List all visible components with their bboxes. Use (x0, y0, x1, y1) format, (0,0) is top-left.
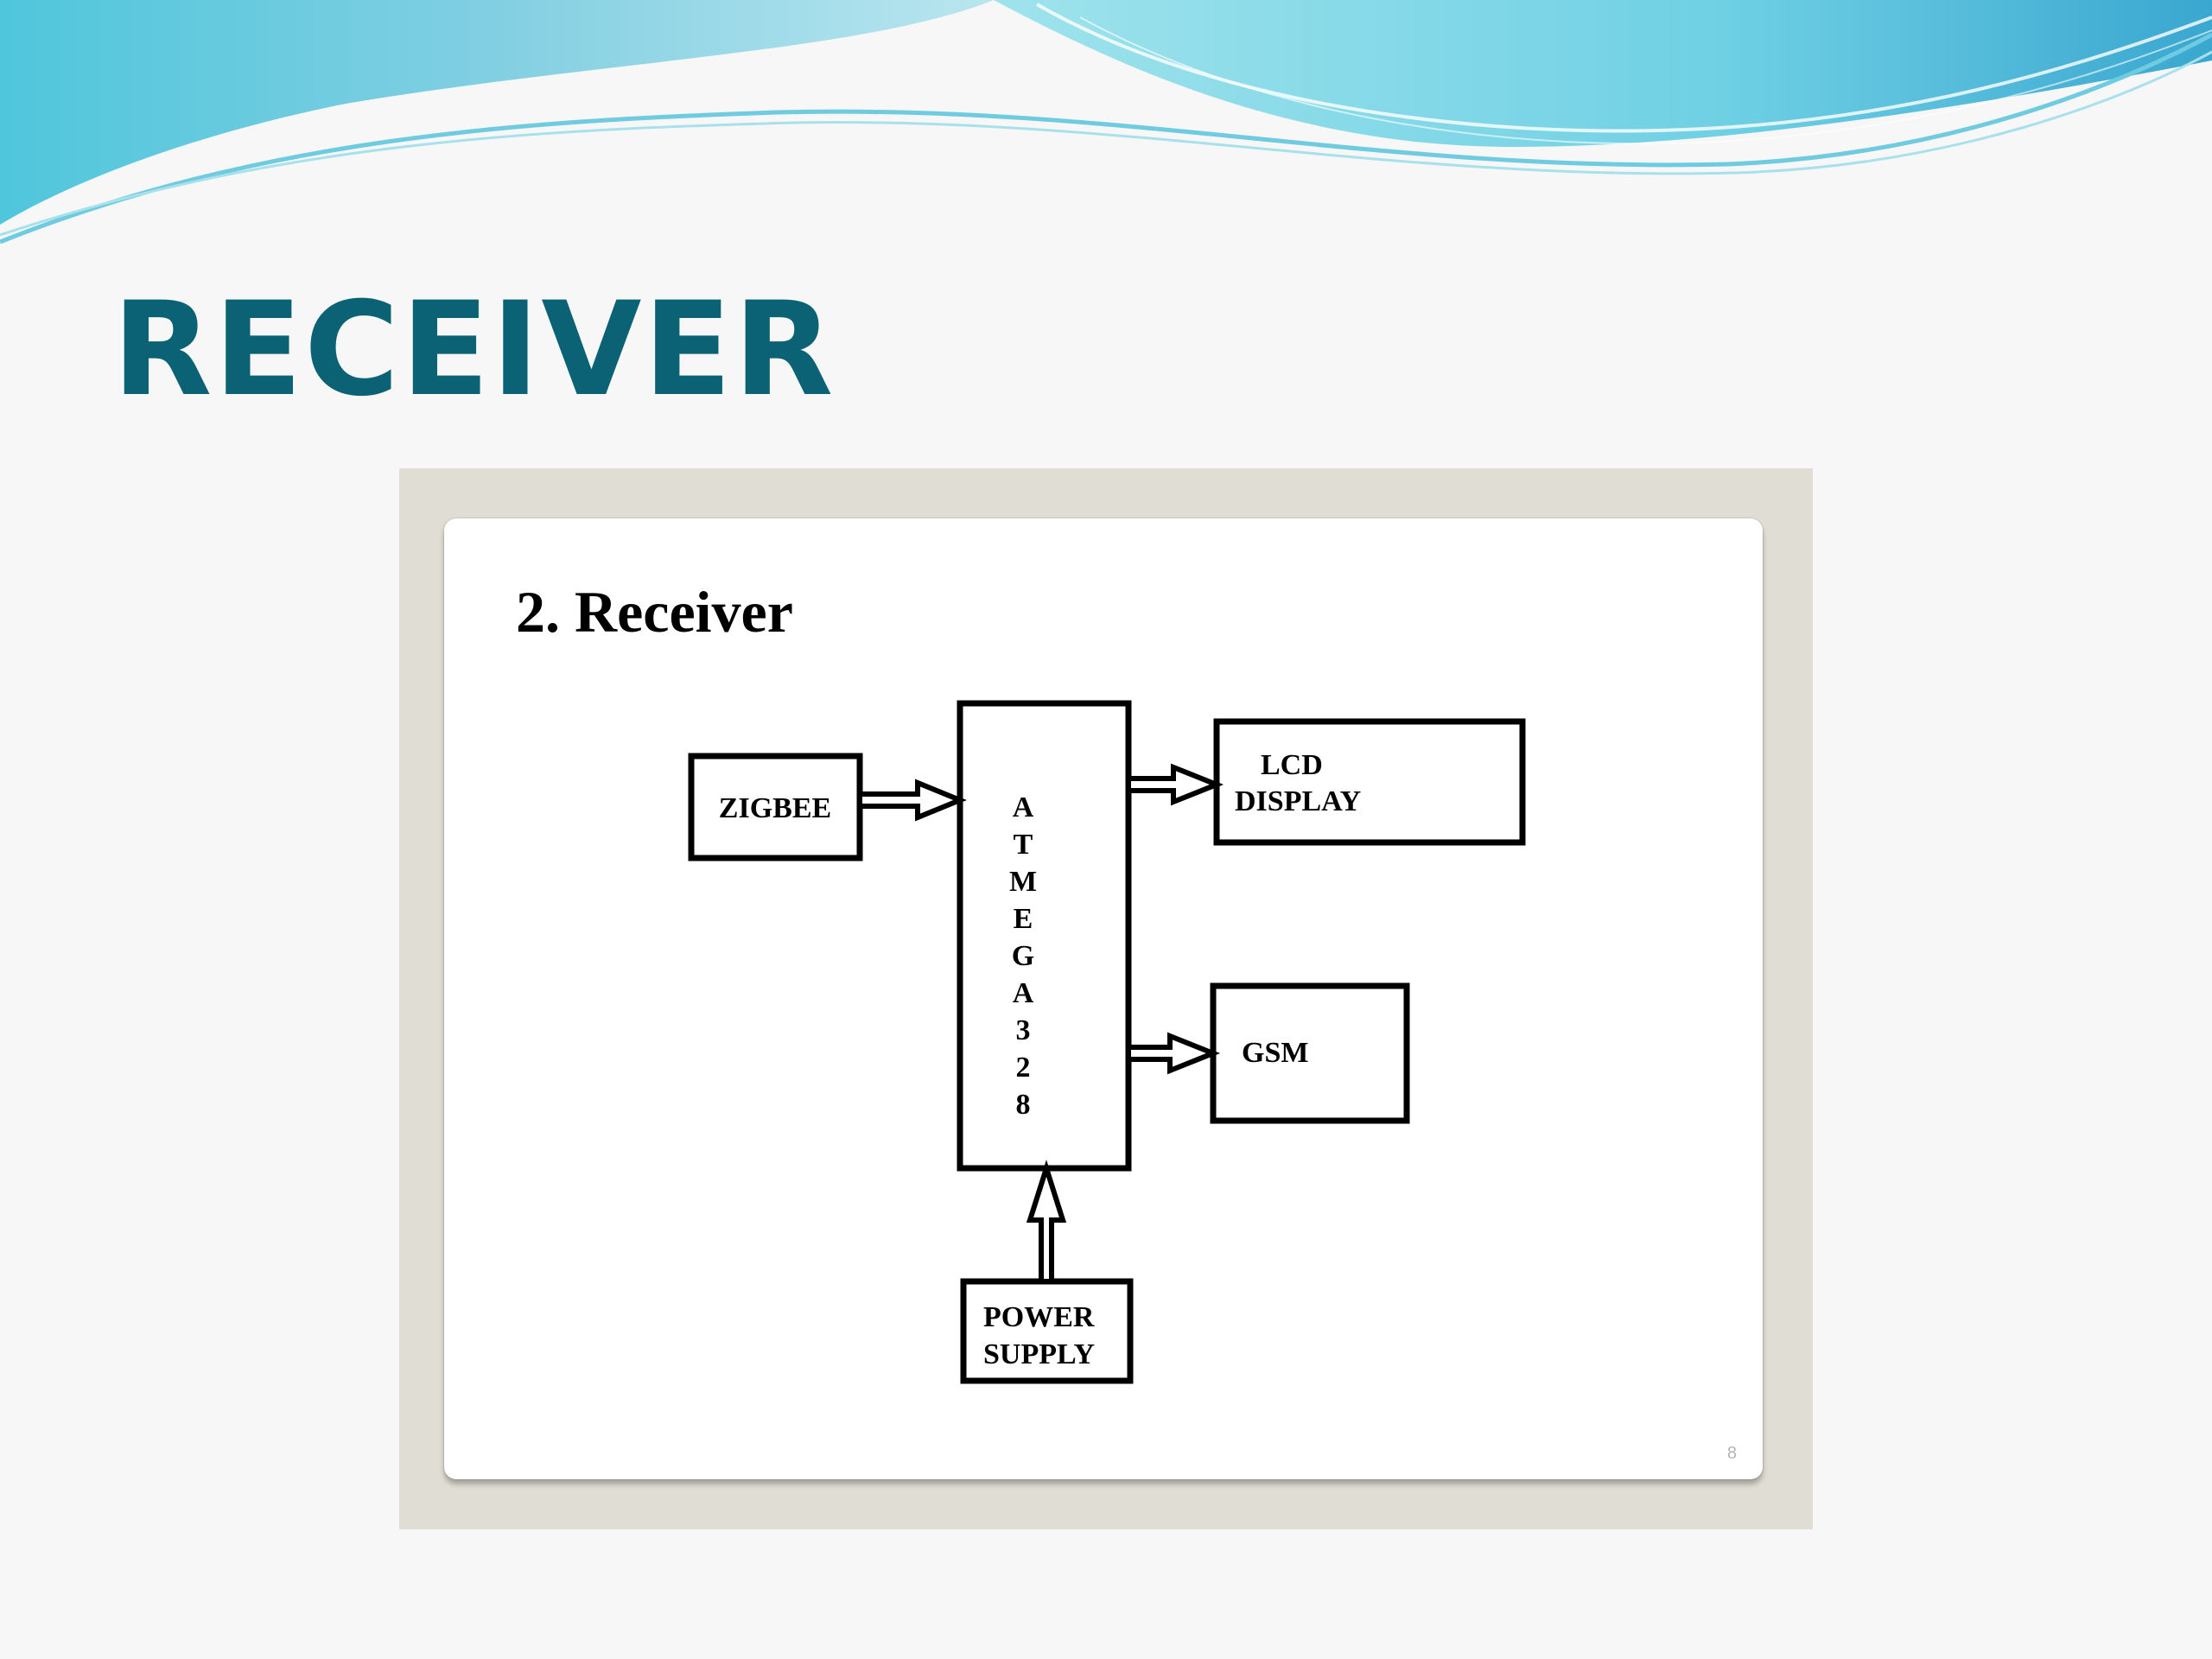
atmega-char: T (1014, 829, 1033, 861)
lcd-label-line1: LCD (1261, 749, 1323, 781)
slide-title: RECEIVER (112, 275, 836, 425)
embedded-slide-card: 2. Receiver ZIGBEE A T M E G A 3 2 8 (444, 518, 1763, 1479)
gsm-label: GSM (1242, 1037, 1308, 1069)
arrow-mcu-to-lcd (1126, 763, 1224, 806)
arrow-power-to-mcu (1026, 1160, 1067, 1284)
header-wave-decoration (0, 0, 2212, 245)
atmega328-block: A T M E G A 3 2 8 (957, 700, 1132, 1172)
atmega-char: M (1009, 866, 1037, 898)
atmega-char: 2 (1016, 1052, 1031, 1084)
power-label-line2: SUPPLY (983, 1338, 1095, 1370)
zigbee-label: ZIGBEE (719, 792, 831, 824)
embedded-slide-image: 2. Receiver ZIGBEE A T M E G A 3 2 8 (399, 468, 1813, 1529)
atmega-char: A (1013, 791, 1034, 823)
arrow-zigbee-to-mcu (857, 779, 967, 822)
gsm-block: GSM (1210, 982, 1410, 1124)
arrow-mcu-to-gsm (1126, 1032, 1221, 1075)
atmega-char: A (1013, 977, 1034, 1009)
power-label-line1: POWER (983, 1301, 1095, 1333)
lcd-display-block: LCD DISPLAY (1213, 718, 1526, 846)
block-diagram: 2. Receiver ZIGBEE A T M E G A 3 2 8 (516, 579, 1737, 1463)
atmega-char: 8 (1016, 1089, 1031, 1121)
embedded-slide-page-number: 8 (1727, 1444, 1737, 1463)
atmega-char: 3 (1016, 1014, 1031, 1046)
atmega-char: E (1014, 903, 1033, 935)
zigbee-block: ZIGBEE (688, 753, 863, 861)
embedded-slide-heading: 2. Receiver (516, 579, 793, 645)
atmega-char: G (1012, 940, 1034, 972)
power-supply-block: POWER SUPPLY (960, 1278, 1134, 1384)
lcd-label-line2: DISPLAY (1235, 785, 1361, 817)
